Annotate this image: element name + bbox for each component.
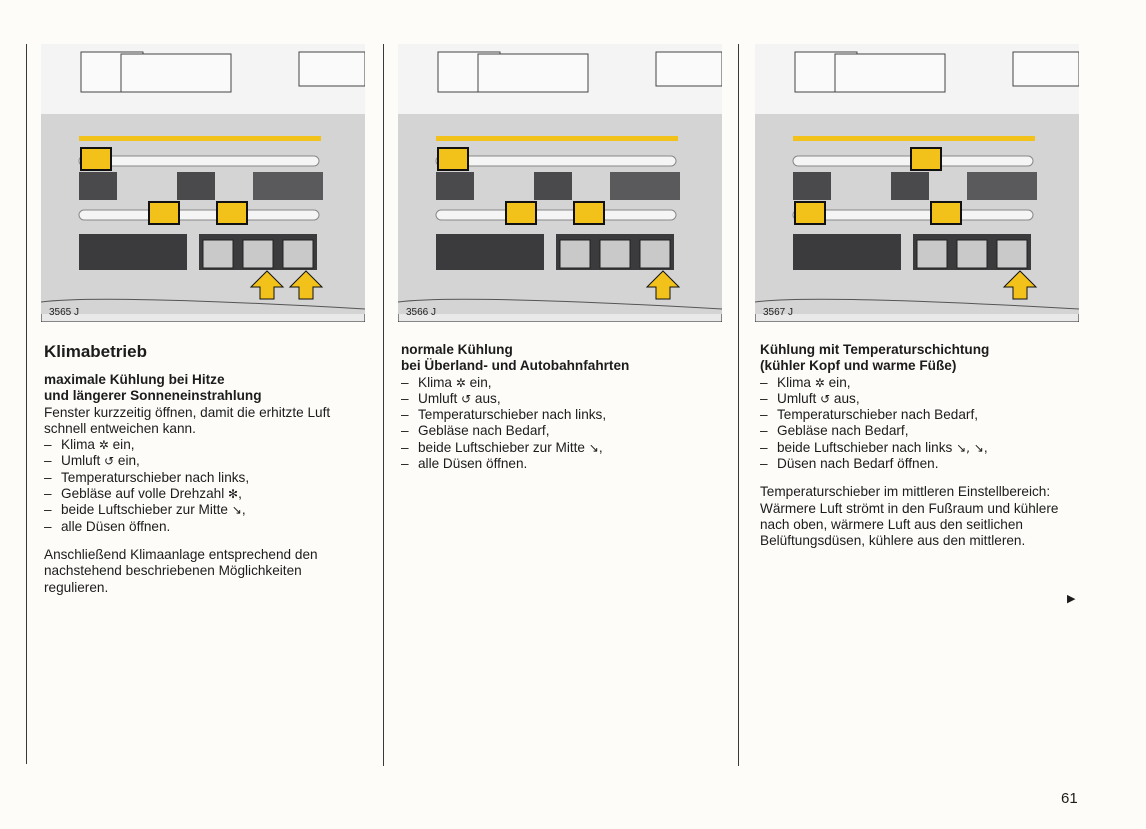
list-item: Klima ✲ ein, — [401, 375, 723, 392]
air-flow-icon: ↘ — [588, 440, 599, 455]
column-1-text: Klimabetrieb maximale Kühlung bei Hitze … — [44, 342, 366, 596]
column-divider — [738, 44, 739, 766]
list-item: Umluft ↺ ein, — [44, 453, 366, 470]
air-flow-icon: ↘ — [231, 503, 242, 518]
subheading-line: und längerer Sonneneinstrahlung — [44, 388, 262, 404]
figure-label: 3566 J — [406, 307, 436, 318]
figure-climate-panel-3: 3567 J — [755, 44, 1079, 322]
recirculation-icon: ↺ — [104, 454, 115, 469]
instruction-list: Klima ✲ ein, Umluft ↺ aus, Temperatursch… — [401, 375, 723, 473]
subheading-line: Kühlung mit Temperaturschichtung — [760, 342, 990, 357]
list-item: Klima ✲ ein, — [760, 375, 1082, 392]
subheading-line: maximale Kühlung bei Hitze — [44, 372, 225, 387]
figure-label: 3567 J — [763, 307, 793, 318]
recirculation-icon: ↺ — [820, 391, 831, 406]
list-item: Temperaturschieber nach Bedarf, — [760, 407, 1082, 424]
climate-icon: ✲ — [98, 438, 109, 453]
section-heading: Klimabetrieb — [44, 342, 147, 361]
closing-paragraph: Temperaturschieber im mittleren Einstell… — [760, 484, 1059, 549]
instruction-list: Klima ✲ ein, Umluft ↺ ein, Temperatursch… — [44, 437, 366, 535]
list-item: Gebläse auf volle Drehzahl ✻, — [44, 486, 366, 503]
list-item: Umluft ↺ aus, — [760, 391, 1082, 408]
recirculation-icon: ↺ — [461, 391, 472, 406]
list-item: Klima ✲ ein, — [44, 437, 366, 454]
list-item: alle Düsen öffnen. — [401, 456, 723, 473]
list-item: Düsen nach Bedarf öffnen. — [760, 456, 1082, 473]
intro-paragraph: Fenster kurzzeitig öffnen, damit die erh… — [44, 404, 331, 436]
climate-icon: ✲ — [455, 375, 466, 390]
fan-icon: ✻ — [228, 487, 239, 502]
page-number: 61 — [1061, 790, 1078, 807]
column-divider — [26, 44, 27, 764]
closing-paragraph: Anschließend Klimaanlage entsprechend de… — [44, 546, 318, 595]
figure-label: 3565 J — [49, 307, 79, 318]
climate-icon: ✲ — [814, 375, 825, 390]
figure-climate-panel-2: 3566 J — [398, 44, 722, 322]
continue-arrow-icon: ▶ — [1067, 593, 1076, 605]
figure-climate-panel-1: 3565 J — [41, 44, 365, 322]
list-item: Temperaturschieber nach links, — [44, 470, 366, 487]
column-divider — [383, 44, 384, 766]
list-item: beide Luftschieber zur Mitte ↘, — [401, 440, 723, 457]
list-item: Gebläse nach Bedarf, — [401, 423, 723, 440]
instruction-list: Klima ✲ ein, Umluft ↺ aus, Temperatursch… — [760, 375, 1082, 473]
subheading-line: (kühler Kopf und warme Füße) — [760, 358, 957, 374]
list-item: beide Luftschieber nach links ↘, ↘, — [760, 440, 1082, 457]
column-3-text: Kühlung mit Temperaturschichtung (kühler… — [760, 342, 1082, 550]
column-2-text: normale Kühlung bei Überland- und Autoba… — [401, 342, 723, 473]
list-item: Temperaturschieber nach links, — [401, 407, 723, 424]
list-item: Umluft ↺ aus, — [401, 391, 723, 408]
list-item: beide Luftschieber zur Mitte ↘, — [44, 502, 366, 519]
list-item: alle Düsen öffnen. — [44, 519, 366, 536]
air-flow-icon: ↘, ↘ — [956, 440, 984, 455]
list-item: Gebläse nach Bedarf, — [760, 423, 1082, 440]
subheading-line: bei Überland- und Autobahnfahrten — [401, 358, 630, 374]
subheading-line: normale Kühlung — [401, 342, 513, 357]
